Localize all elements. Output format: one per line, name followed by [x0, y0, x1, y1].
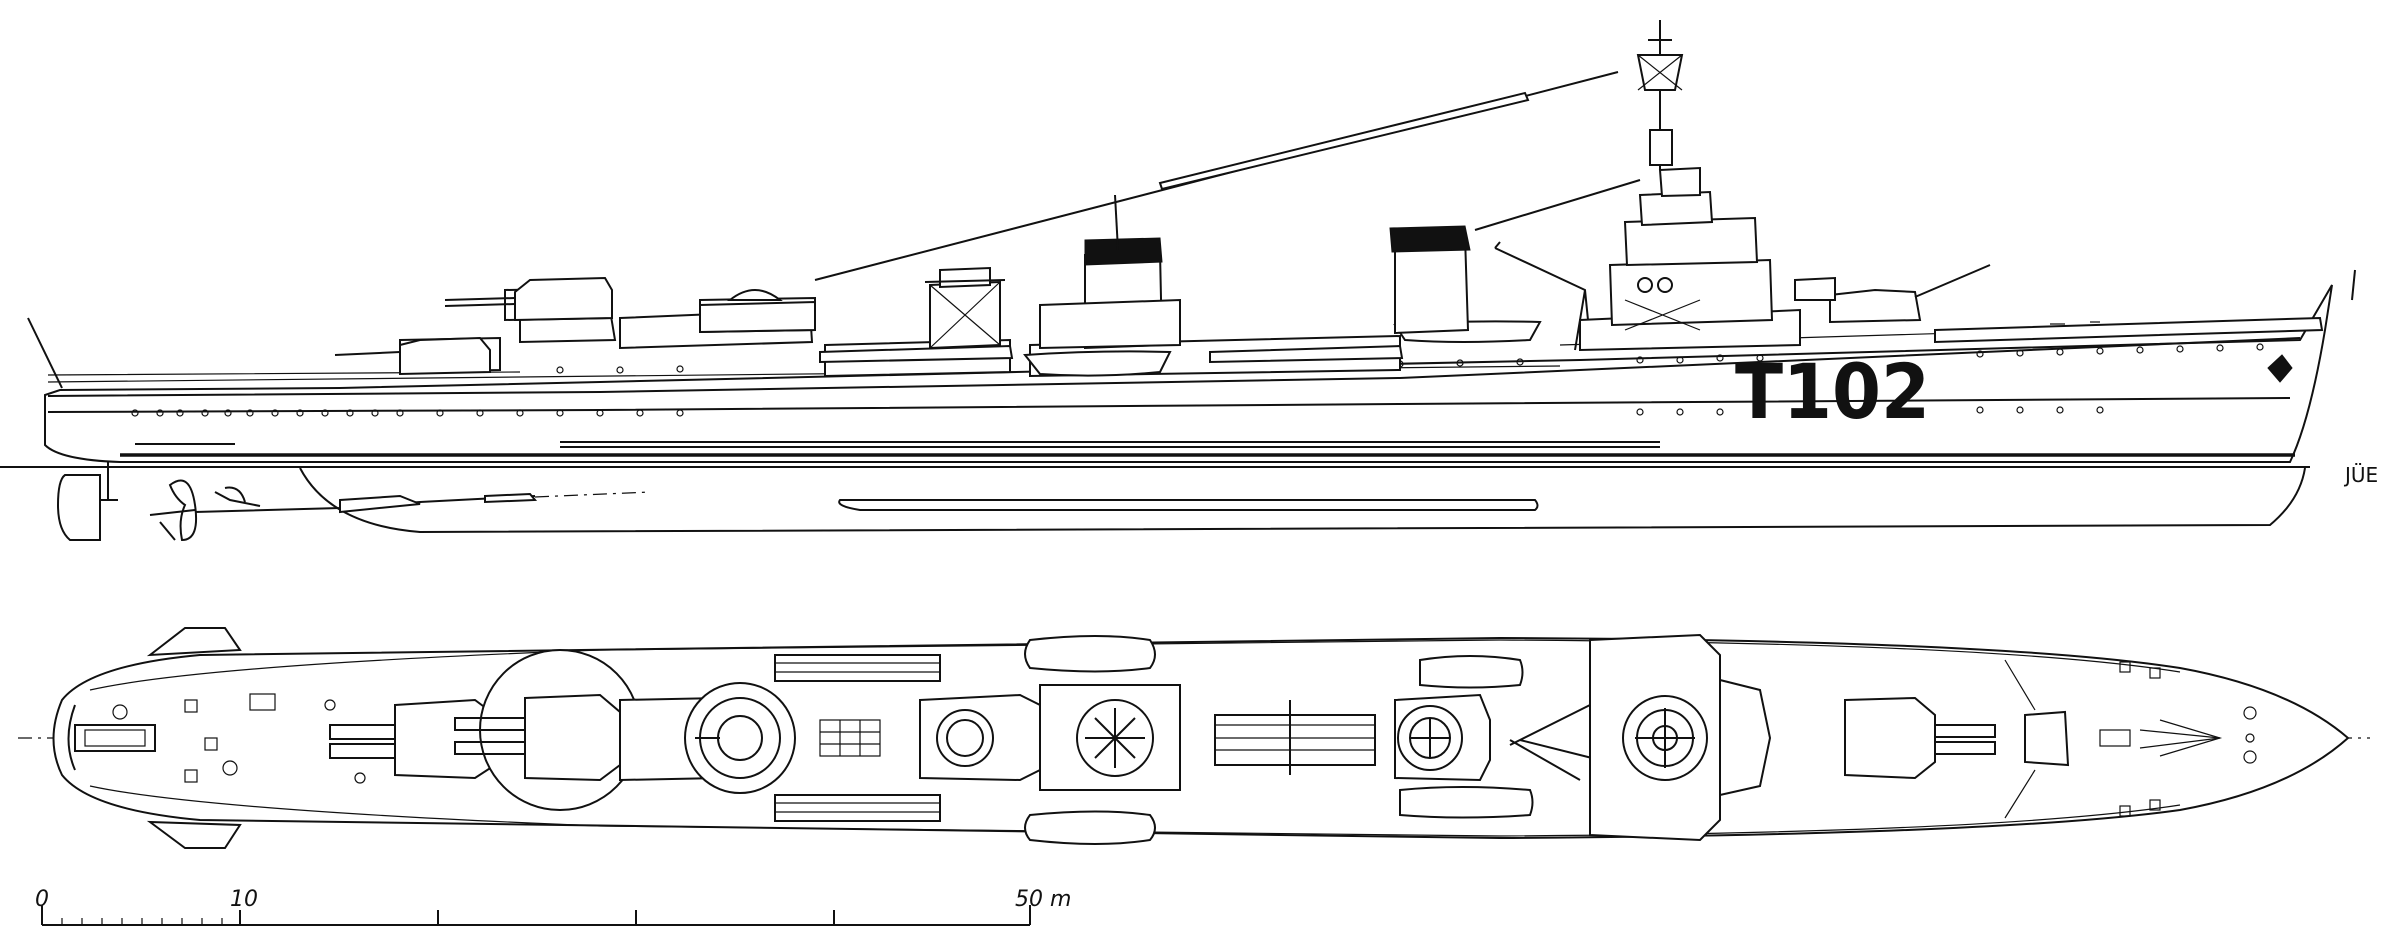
stern-sponson [146, 627, 242, 657]
bridge-plan [1589, 633, 1772, 842]
aft-gun-turret [334, 276, 613, 376]
aft-director-turret [699, 289, 816, 334]
scale-label-50m: 50 m [1015, 887, 1071, 912]
forward-funnel-plan [1394, 693, 1491, 782]
forward-funnel [1389, 225, 1471, 335]
forward-gun-turret [1794, 264, 1991, 324]
forward-torpedo-tubes [1214, 700, 1376, 775]
plan-view [18, 627, 2370, 849]
vent-grid [819, 719, 881, 757]
aft-director-plan [684, 682, 796, 794]
hull-number: T102 [1735, 347, 1930, 436]
scale-label-0: 0 [35, 887, 49, 912]
forward-gun-plan [1844, 696, 1996, 780]
waterline-label: JÜE [2343, 463, 2378, 487]
bow-fittings [2004, 659, 2257, 819]
ship-boat [1023, 350, 1172, 377]
bow-emblem-icon [2267, 354, 2293, 383]
aft-lattice-tower [924, 266, 1006, 350]
portholes [131, 343, 2264, 417]
ship-boat [1399, 786, 1534, 819]
hull-underwater [299, 467, 2306, 534]
aft-funnel-plan [919, 684, 1181, 791]
stern-sponson [146, 820, 242, 849]
side-elevation: JÜE [0, 20, 2378, 542]
aft-torpedo-tubes [774, 654, 941, 822]
propeller [168, 479, 198, 542]
scale-label-10: 10 [230, 887, 258, 912]
aft-funnel [1039, 237, 1181, 350]
main-mast [1114, 194, 1119, 251]
foremast [1636, 20, 1684, 170]
ship-boat [1024, 810, 1156, 845]
rudder [56, 474, 101, 541]
ship-boat [1419, 655, 1524, 689]
bridge [1579, 166, 1801, 352]
ship-boat [1024, 635, 1156, 673]
aerial-wire [1474, 179, 1641, 231]
deck-edge [47, 337, 2301, 397]
scale-bar: 0 10 50 m [35, 887, 1071, 926]
